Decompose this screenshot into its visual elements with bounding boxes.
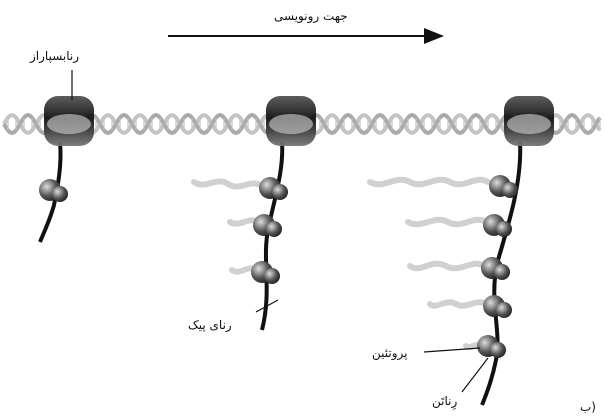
- protein-label: پروتئین: [372, 346, 407, 360]
- ribosome: [481, 257, 510, 280]
- rna-polymerase-2: [266, 96, 316, 146]
- transcription-direction-label: جهت رونویسی: [274, 9, 348, 23]
- protein-chains: [194, 180, 488, 347]
- ribosome: [259, 177, 288, 200]
- rna-polymerase-3: [504, 96, 554, 146]
- ribosome: [489, 175, 518, 198]
- mrna-label: رنای پیک: [188, 318, 232, 332]
- panel-label: ب): [580, 400, 596, 414]
- rna-polymerase-label: رنابسپاراز: [30, 49, 79, 63]
- ribosome-label: رِناتَن: [432, 394, 457, 408]
- ribosome: [483, 295, 512, 318]
- ribosome: [39, 179, 68, 202]
- rna-polymerase-1: [44, 96, 94, 146]
- ribosome: [253, 214, 282, 237]
- ribosome: [251, 261, 280, 284]
- ribosome: [483, 214, 512, 237]
- ribosome: [477, 335, 506, 358]
